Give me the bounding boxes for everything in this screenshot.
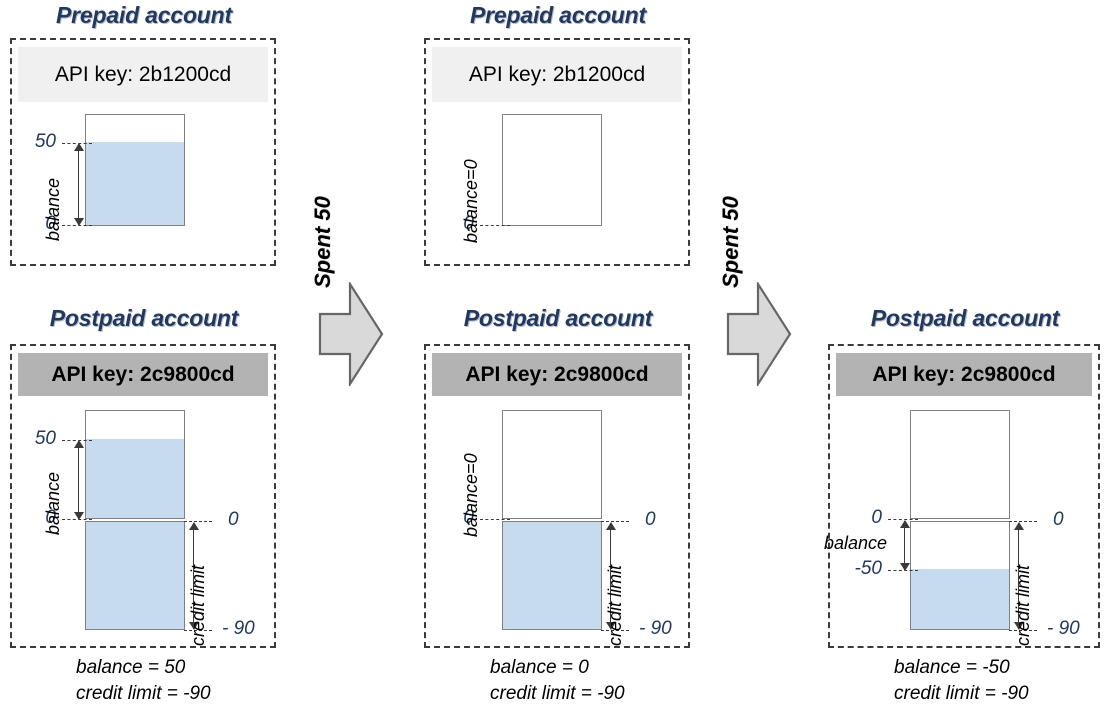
prepaid-balance-dimension-1	[74, 143, 84, 226]
postpaid-balance-dim-label-1: balance	[43, 471, 63, 535]
prepaid-balance-dim-label-1: balance	[43, 177, 63, 241]
prepaid-title-2: Prepaid account	[470, 2, 646, 28]
postpaid-lower-meter-3	[910, 521, 1010, 630]
postpaid-balance-dim-label-2: balance=0	[461, 453, 481, 537]
postpaid-api-key-1: API key: 2c9800cd	[18, 353, 268, 396]
prepaid-balance-fill-1	[86, 142, 184, 225]
prepaid-tick-label-0-2: 0	[463, 213, 474, 234]
prepaid-meter-1	[85, 114, 185, 226]
prepaid-title-1: Prepaid account	[56, 2, 232, 28]
postpaid-upper-meter-1	[85, 410, 185, 519]
postpaid-credit-dimension-3	[1014, 522, 1024, 630]
postpaid-upper-meter-2	[502, 410, 602, 519]
spent-block-arrow-1	[318, 282, 384, 386]
caption-credit-limit-1: credit limit = -90	[76, 683, 211, 704]
postpaid-balance-fill-3	[911, 569, 1009, 629]
spent-label-2: Spent 50	[718, 196, 743, 288]
postpaid-tick-label-90-right-3: - 90	[1047, 618, 1080, 639]
caption-balance-3: balance = -50	[894, 657, 1010, 678]
postpaid-title-1: Postpaid account	[49, 305, 239, 331]
postpaid-credit-dimension-1	[189, 522, 199, 630]
postpaid-credit-dim-label-2: credit limit	[605, 564, 625, 646]
postpaid-tick-label-neg50-left-3: -50	[854, 558, 882, 579]
postpaid-credit-fill-1	[86, 522, 184, 629]
postpaid-tick-label-0-right-1: 0	[228, 509, 239, 530]
prepaid-tick-leader-0-2	[480, 225, 510, 226]
postpaid-lower-meter-1	[85, 521, 185, 630]
postpaid-tick-leader-0-left-3	[888, 519, 918, 520]
postpaid-credit-dim-label-1: credit limit	[188, 564, 208, 646]
spent-block-arrow-2	[726, 282, 792, 386]
postpaid-upper-meter-3	[910, 410, 1010, 519]
prepaid-tick-label-50-1: 50	[34, 131, 56, 152]
postpaid-tick-leader-90-right-3	[1009, 630, 1037, 631]
postpaid-tick-leader-90-right-1	[184, 630, 212, 631]
postpaid-title-3: Postpaid account	[870, 305, 1060, 331]
caption-balance-2: balance = 0	[490, 657, 589, 678]
postpaid-tick-label-0-right-2: 0	[645, 509, 656, 530]
postpaid-tick-leader-0-right-3	[1009, 521, 1037, 522]
postpaid-balance-dimension-3	[900, 520, 910, 571]
postpaid-tick-label-0-left-1: 0	[45, 507, 56, 528]
postpaid-tick-label-0-left-2: 0	[463, 507, 474, 528]
postpaid-tick-label-0-left-3: 0	[871, 507, 882, 528]
postpaid-tick-leader-0-right-1	[184, 521, 212, 522]
prepaid-balance-dim-label-2: balance=0	[461, 159, 481, 243]
postpaid-credit-dim-label-3: credit limit	[1013, 564, 1033, 646]
postpaid-credit-dimension-2	[606, 522, 616, 630]
state-column-3: Postpaid account API key: 2c9800cd 0 -50…	[818, 0, 1104, 710]
state-column-1: Prepaid account API key: 2b1200cd 50 0 b…	[0, 0, 290, 710]
spent-label-1: Spent 50	[310, 196, 335, 288]
state-column-2: Prepaid account API key: 2b1200cd 0 bala…	[414, 0, 704, 710]
prepaid-meter-2	[502, 114, 602, 226]
postpaid-lower-meter-2	[502, 521, 602, 630]
postpaid-api-key-2: API key: 2c9800cd	[432, 353, 682, 396]
postpaid-api-key-3: API key: 2c9800cd	[836, 353, 1092, 396]
postpaid-tick-label-90-right-2: - 90	[639, 618, 672, 639]
caption-balance-1: balance = 50	[76, 657, 186, 678]
postpaid-balance-dimension-1	[74, 440, 84, 520]
postpaid-balance-fill-1	[86, 439, 184, 518]
postpaid-tick-leader-0-left-2	[480, 519, 510, 520]
caption-credit-limit-2: credit limit = -90	[490, 683, 625, 704]
postpaid-balance-dim-label-3: balance	[824, 533, 888, 553]
postpaid-tick-label-90-right-1: - 90	[222, 618, 255, 639]
postpaid-title-2: Postpaid account	[463, 305, 653, 331]
postpaid-tick-label-50-1: 50	[34, 428, 56, 449]
postpaid-tick-label-0-right-3: 0	[1053, 509, 1064, 530]
prepaid-api-key-2: API key: 2b1200cd	[432, 47, 682, 102]
postpaid-tick-leader-90-right-2	[601, 630, 629, 631]
prepaid-tick-label-0-1: 0	[45, 213, 56, 234]
caption-credit-limit-3: credit limit = -90	[894, 683, 1029, 704]
postpaid-tick-leader-0-right-2	[601, 521, 629, 522]
postpaid-credit-fill-2	[503, 522, 601, 629]
prepaid-api-key-1: API key: 2b1200cd	[18, 47, 268, 102]
